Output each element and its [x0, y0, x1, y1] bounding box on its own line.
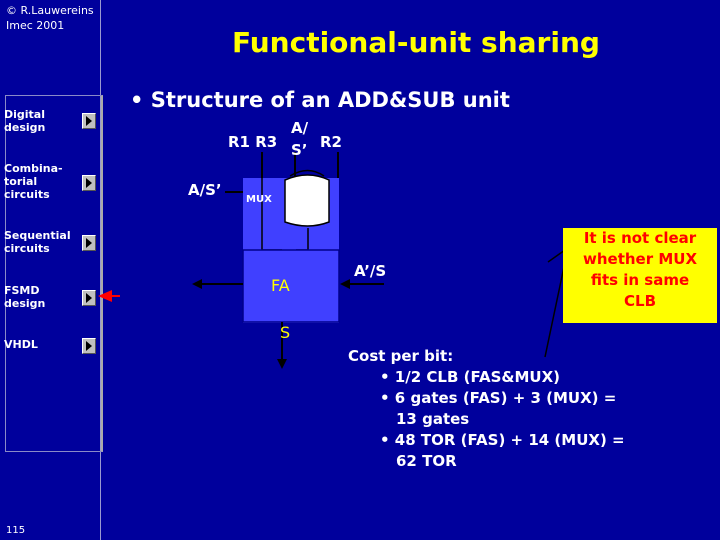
nav-item-combinatorial[interactable]: Combina-torial circuits [4, 162, 98, 201]
bullet-structure: • Structure of an ADD&SUB unit [130, 88, 510, 112]
copyright-text: © R.Lauwereins [6, 4, 94, 17]
label-a: A/ [291, 119, 309, 137]
callout-pointer-bottom [544, 261, 566, 358]
carry-in-arrow-icon [340, 279, 350, 289]
nav-arrow-button[interactable] [82, 235, 96, 251]
label-as-carry: A’/S [354, 262, 387, 280]
nav-item-sequential[interactable]: Sequential circuits [4, 229, 98, 255]
carry-out-arrow-icon [192, 279, 202, 289]
nav-arrow-button[interactable] [82, 338, 96, 354]
callout-line: It is not clear [583, 229, 697, 247]
cost-line: 62 TOR [396, 452, 457, 470]
callout-pointer-top [547, 249, 566, 263]
page-number: 115 [6, 525, 26, 536]
label-s-output: S [280, 323, 291, 342]
callout-line: CLB [624, 292, 656, 310]
cost-line: • 1/2 CLB (FAS&MUX) [380, 368, 561, 386]
label-r2: R2 [320, 133, 342, 151]
left-divider [100, 0, 101, 540]
nav-arrow-button[interactable] [82, 290, 96, 306]
nav-arrow-button[interactable] [82, 113, 96, 129]
nav-item-vhdl[interactable]: VHDL [4, 338, 98, 351]
nav-item-label: VHDL [4, 338, 38, 351]
cost-line: • 6 gates (FAS) + 3 (MUX) = [380, 389, 617, 407]
mux-input-curve [289, 169, 325, 177]
label-as-input: A/S’ [188, 181, 222, 199]
nav-arrow-button[interactable] [82, 175, 96, 191]
nav-item-label: Sequential circuits [4, 229, 71, 255]
label-r1-r3: R1 R3 [228, 133, 278, 151]
callout-box: It is not clear whether MUX fits in same… [563, 228, 717, 323]
cost-block: Cost per bit: • 1/2 CLB (FAS&MUX) • 6 ga… [348, 346, 625, 472]
cost-line: 13 gates [396, 410, 470, 428]
nav-item-fsmd[interactable]: FSMD design [4, 284, 98, 310]
fa-box [242, 249, 340, 323]
copyright: © R.Lauwereins Imec 2001 [6, 3, 94, 33]
nav-item-label: Digital design [4, 108, 46, 134]
nav-panel [5, 95, 103, 452]
sum-out-arrow-icon [277, 359, 287, 369]
callout-line: fits in same [590, 271, 690, 289]
cost-line: • 48 TOR (FAS) + 14 (MUX) = [380, 431, 625, 449]
nav-pointer-icon [98, 290, 112, 302]
label-s-prime: S’ [291, 141, 308, 159]
label-fa: FA [271, 276, 290, 295]
cost-heading: Cost per bit: [348, 347, 454, 365]
nav-item-label: Combina-torial circuits [4, 162, 63, 201]
label-mux: MUX [246, 194, 272, 205]
institute-text: Imec 2001 [6, 19, 65, 32]
callout-line: whether MUX [582, 250, 698, 268]
nav-item-label: FSMD design [4, 284, 46, 310]
slide-title: Functional-unit sharing [232, 26, 600, 59]
mux-shape [284, 174, 330, 227]
nav-item-digital-design[interactable]: Digital design [4, 108, 98, 134]
